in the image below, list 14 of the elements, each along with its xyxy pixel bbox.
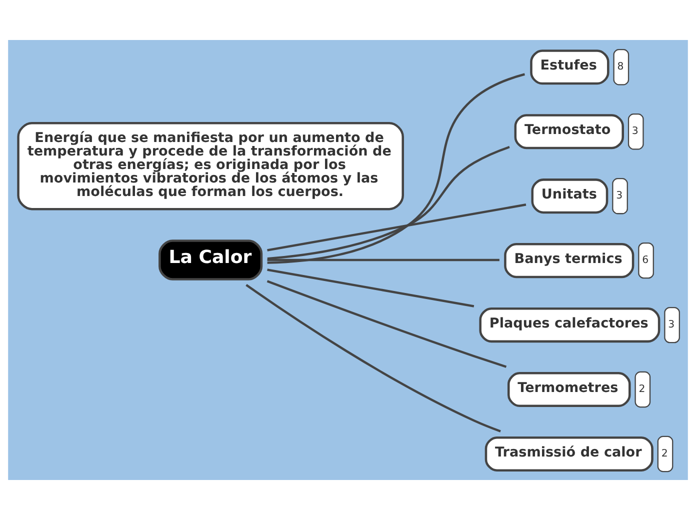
- connector: [267, 204, 526, 252]
- node-label: 3: [668, 320, 675, 331]
- connector: [267, 268, 474, 308]
- node-label: 6: [642, 255, 649, 266]
- node-label: 3: [616, 190, 623, 202]
- node-label: 2: [638, 384, 646, 395]
- node-label: 3: [632, 126, 638, 138]
- connector: [267, 73, 525, 264]
- node-label: 2: [661, 448, 668, 460]
- connector: [246, 284, 501, 432]
- connector: [267, 146, 510, 260]
- connector: [266, 280, 507, 368]
- node-label: 8: [617, 62, 624, 73]
- connector: [267, 258, 500, 262]
